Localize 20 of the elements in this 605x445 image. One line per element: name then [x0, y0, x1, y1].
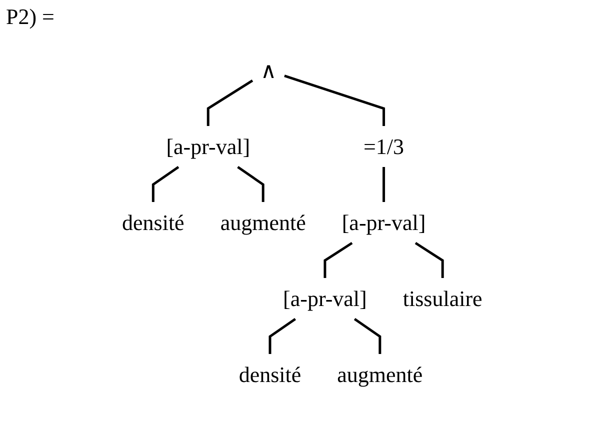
node-text: densité: [239, 362, 302, 387]
connector: [354, 318, 382, 354]
connector: [284, 74, 386, 126]
node-text: augmenté: [220, 210, 306, 235]
connector: [415, 242, 444, 278]
formula-text: P2) =: [6, 4, 54, 30]
node-text: augmenté: [338, 362, 424, 387]
node-text: [a-pr-val]: [342, 210, 426, 235]
connector: [152, 166, 180, 202]
connector: [207, 80, 254, 126]
node-text: ∧: [260, 58, 277, 83]
connector: [269, 318, 296, 354]
node-text: [a-pr-val]: [166, 134, 250, 159]
connector: [237, 166, 265, 202]
node-text: tissulaire: [403, 286, 483, 311]
node-text: [a-pr-val]: [283, 286, 368, 311]
node-text: densité: [122, 210, 185, 235]
node-text: =1/3: [364, 134, 404, 159]
connector: [324, 242, 354, 278]
connector: [382, 167, 386, 202]
